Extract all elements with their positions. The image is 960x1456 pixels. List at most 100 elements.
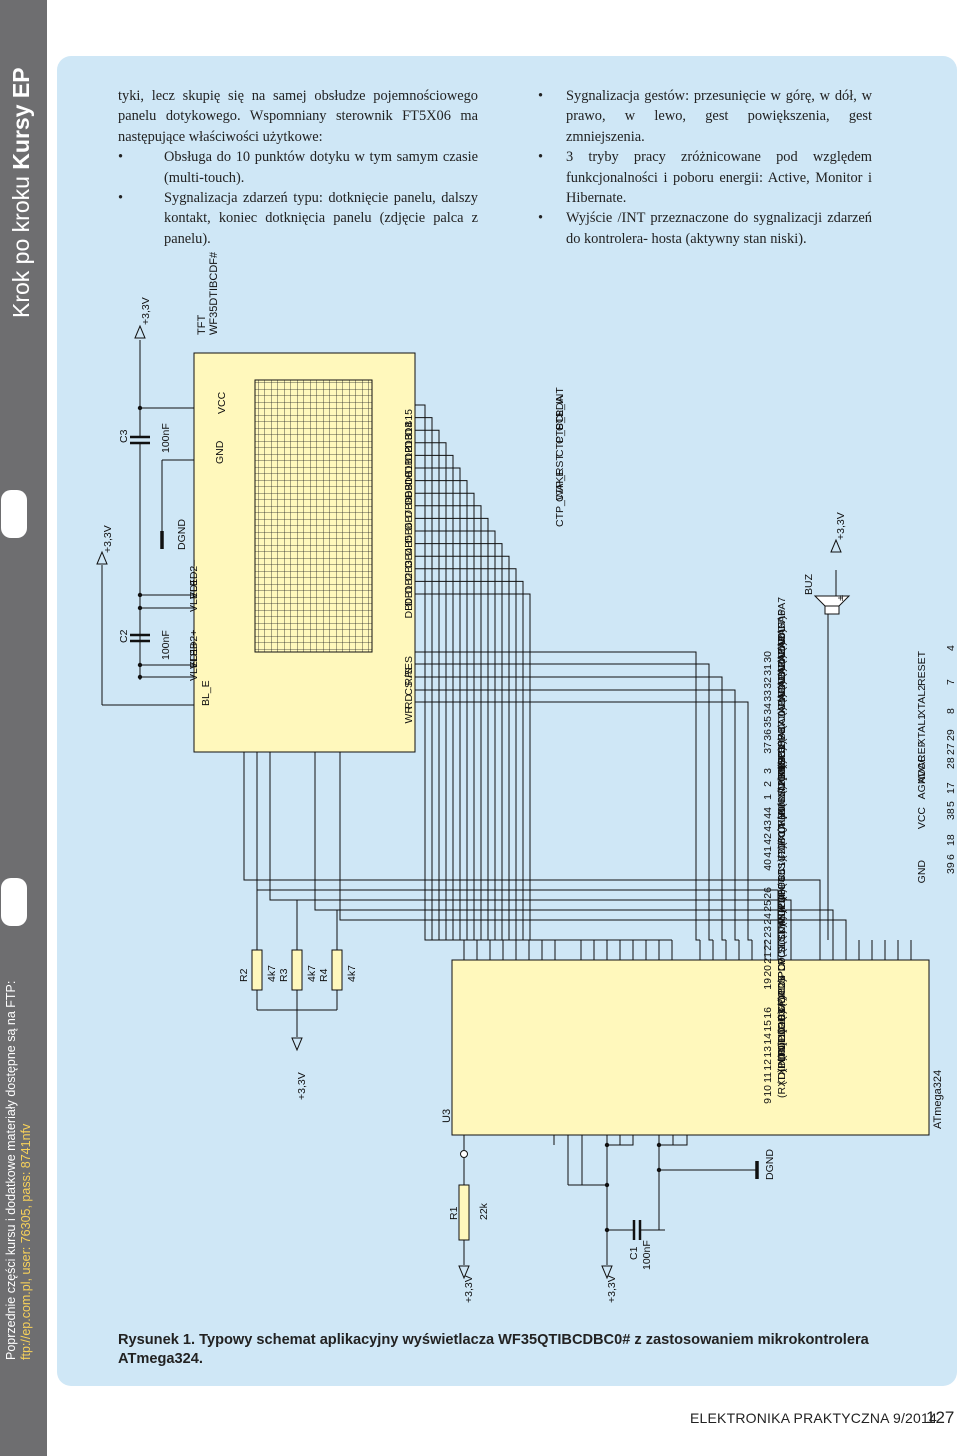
- wire-data-bus: [415, 505, 581, 941]
- mcu-pin-number: 11: [762, 1072, 774, 1083]
- mcu-pin-name: PC0(SCL): [776, 930, 788, 978]
- tft-db-pin-label: DB12: [403, 447, 415, 473]
- mcu-pin-name: (SS)PB4: [776, 766, 788, 807]
- resistor-ref: R4: [318, 968, 330, 982]
- series-label: Kursy EP: [8, 67, 34, 170]
- mcu-body: [451, 959, 930, 1136]
- tft-db-pin-label: DB3: [403, 560, 415, 581]
- wire-group: [101, 340, 912, 1265]
- mcu-pin-number: 34: [762, 703, 774, 715]
- tft-ctp-pin-label: CTP_SDA: [554, 396, 566, 444]
- tft-pin-label: VCC: [216, 391, 228, 414]
- tft-ctrl-pin-label: WR: [403, 706, 415, 724]
- mcu-pin-name: (ADC7)PA7: [776, 597, 788, 651]
- mcu-pin-number: 36: [762, 729, 774, 741]
- mcu-pin-number: 4: [945, 645, 957, 651]
- tft-db-pin-label: DB6: [403, 522, 415, 543]
- resistor-ref-r1: R1: [448, 1206, 460, 1220]
- net-label-vcc: +3,3V: [140, 297, 152, 325]
- list-item: Wyjście /INT przeznaczone do sygnalizacj…: [538, 208, 872, 249]
- mcu-pin-name: (TOSC1)PC6: [776, 838, 788, 900]
- buzzer-minus: –: [836, 595, 848, 601]
- mcu-pin-number: 24: [762, 913, 774, 925]
- mcu-pin-name: (T0/XCK)B0: [776, 802, 788, 859]
- intro-paragraph: tyki, lecz skupię się na samej obsłudze …: [118, 88, 478, 145]
- buzzer-ref: BUZ: [803, 573, 815, 595]
- vcc-arrow-reset: [458, 1265, 470, 1280]
- vcc-arrow-left: [96, 550, 108, 565]
- mcu-pin-number: 15: [762, 1020, 774, 1032]
- tft-ctrl-pin-label: RES: [403, 656, 415, 678]
- vcc-arrow-buzzer: [830, 538, 842, 553]
- ftp-link[interactable]: ftp://ep.com.pl: [19, 1281, 33, 1360]
- mcu-pin-number: 14: [762, 1033, 774, 1045]
- wire-control-bus: [415, 663, 713, 941]
- wire-ctp-sda: [256, 860, 779, 940]
- mcu-pin-name: (OC2)PD7: [776, 958, 788, 1007]
- resistor-value-r1: 22k: [478, 1202, 490, 1220]
- mcu-pin-name: (ADC3)PA3: [776, 649, 788, 703]
- tft-ctp-pin-label: CTP_SCL: [554, 410, 566, 457]
- junction-dot: [137, 592, 143, 598]
- tft-ref-label: TFT: [196, 315, 208, 335]
- page-tab-marker: [1, 878, 27, 926]
- reset-pin-circle: [460, 1150, 468, 1158]
- mcu-pin-number: 35: [762, 716, 774, 728]
- mcu-pin-name: (OC1B)PD4: [776, 990, 788, 1046]
- mcu-pin-name: (ADC4)PA4: [776, 636, 788, 690]
- ftp-note-line: Poprzednie części kursu i dodatkowe mate…: [4, 980, 18, 1360]
- mcu-pin-name: (INT0)PD2: [776, 1022, 788, 1072]
- resistor-ref: R3: [278, 968, 290, 982]
- tft-db-pin-label: DB7: [403, 510, 415, 531]
- junction-dot: [604, 1142, 610, 1148]
- mcu-pin-number: 1: [762, 794, 774, 800]
- mcu-pin-number: 40: [762, 859, 774, 871]
- mcu-pin-number: 7: [945, 679, 957, 685]
- tft-db-pin-label: DB0: [403, 598, 415, 619]
- tft-db-pin-label: DB8: [403, 497, 415, 518]
- tft-db-pin-label: DB14: [403, 421, 415, 447]
- mcu-pin-number: 8: [945, 708, 957, 714]
- resistor-body: [251, 949, 263, 991]
- mcu-ref-label: U3: [441, 1109, 453, 1123]
- mcu-pin-name: (ADC0)PA0: [776, 688, 788, 742]
- mcu-pin-name: (MOSI)PB5: [776, 740, 788, 794]
- wire-data-bus: [415, 454, 516, 941]
- buzzer-cone: [813, 595, 851, 607]
- mcu-pin-name: (TDI)PC5: [776, 869, 788, 913]
- mcu-pin-number: 44: [762, 807, 774, 819]
- list-item: Obsługa do 10 punktów dotyku w tym samym…: [118, 147, 478, 188]
- mcu-pin-number: 16: [762, 1007, 774, 1019]
- mcu-pin-number: 37: [762, 742, 774, 754]
- mcu-pin-name: (TCK)PC2: [776, 903, 788, 952]
- text-column-left: tyki, lecz skupię się na samej obsłudze …: [118, 86, 478, 249]
- mcu-pin-name: (ADC6)PA6: [776, 610, 788, 664]
- net-label-vcc: +3,3V: [296, 1072, 308, 1100]
- feature-list-right: Sygnalizacja gestów: przesunięcie w górę…: [538, 86, 872, 249]
- buzzer-body: [824, 605, 840, 615]
- junction-dot: [656, 1142, 662, 1148]
- mcu-pin-name: (SCL)PB7: [776, 721, 788, 768]
- tft-ctp-pin-label: CTP_INT: [554, 387, 566, 431]
- tft-db-pin-label: DB2: [403, 573, 415, 594]
- figure-caption-text: Typowy schemat aplikacyjny wyświetlacza …: [118, 1332, 869, 1367]
- wire-control-bus: [415, 651, 700, 941]
- tft-db-pin-label: DB13: [403, 434, 415, 460]
- mcu-pin-number: 29: [945, 729, 957, 741]
- mcu-pin-name: AGND: [916, 769, 928, 800]
- tft-ctrl-pin-label: RD: [403, 694, 415, 710]
- tft-db-pin-label: DB11: [403, 459, 415, 485]
- figure-label: Rysunek 1.: [118, 1332, 196, 1348]
- mcu-pin-name: (INT1)PD3: [776, 1009, 788, 1059]
- mcu-pin-name: (TOSC2)PC7: [776, 825, 788, 887]
- mcu-pin-number: 18: [945, 834, 957, 846]
- resistor-body: [331, 949, 343, 991]
- tft-ctp-pin-label: CTP_WAKE: [554, 470, 566, 527]
- list-item: Sygnalizacja zdarzeń typu: dotknięcie pa…: [118, 188, 478, 249]
- mcu-pin-number: 3: [762, 768, 774, 774]
- wire-data-bus: [415, 442, 503, 941]
- mcu-pin-number: 19: [762, 978, 774, 990]
- capacitor-ref-c2: C2: [118, 629, 130, 643]
- wire-control-bus: [415, 689, 739, 941]
